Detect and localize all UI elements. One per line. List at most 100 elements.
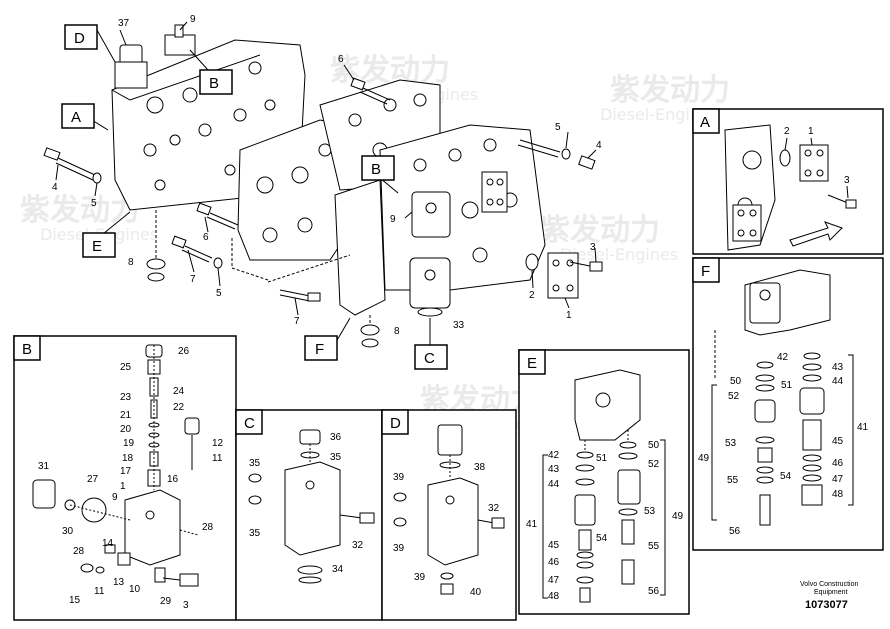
footer-block: Volvo Construction Equipment 1073077 [800,581,858,611]
bolt-4-right [517,139,596,170]
valve-body-D [427,477,479,566]
part-label: 27 [87,474,99,485]
part-label: 2 [529,290,535,301]
detail-F-tag [692,257,720,283]
callout-box-A[interactable] [61,103,95,129]
callout-box-D[interactable] [64,24,98,50]
main-callouts: D B A E B F C [61,24,448,370]
plug-31 [32,479,56,509]
part-label: 46 [832,458,844,469]
bolt-6-lower [196,202,239,230]
part-label: 16 [167,474,179,485]
part-label: 9 [390,214,396,225]
part-label: 54 [596,533,608,544]
part-label: 50 [648,440,660,451]
detail-C-tag [235,409,263,435]
part-label: 52 [648,459,660,470]
o-ring-27 [81,497,107,523]
part-label: 11 [94,586,105,597]
o-ring-8 [146,258,166,270]
part-label: 3 [183,600,189,611]
part-label: 4 [596,140,602,151]
part-label: 7 [190,274,196,285]
valve-33 [409,257,451,309]
part-label: 55 [727,475,739,486]
part-label: 53 [644,506,656,517]
footer-company: Volvo Construction [800,581,858,588]
bolt-3 [179,573,199,587]
watermark-subtitle: Diesel-Engines [600,105,718,124]
callout-box-B[interactable] [199,69,233,95]
watermark-brand: 紫发动力 [610,73,730,108]
detail-C-title: C [244,415,255,432]
cap-12 [184,417,200,435]
part-label: 24 [173,386,185,397]
part-label: 19 [123,438,135,449]
part-label: 10 [129,584,141,595]
detail-A-panel: A 2 1 3 [692,108,884,255]
part-label: 8 [394,326,400,337]
spool-left [574,494,596,526]
detail-B-tag [13,335,41,361]
callout-D: D [74,30,85,47]
callout-box-F[interactable] [304,335,338,361]
part-label: 32 [488,503,500,514]
part-label: 56 [648,586,660,597]
part-label: 12 [212,438,224,449]
part-label: 56 [729,526,741,537]
detail-A-title: A [700,114,710,131]
valve-body-C [284,461,341,556]
callout-box-C[interactable] [414,344,448,370]
part-label: 48 [548,591,560,602]
part-label: 15 [69,595,81,606]
part-label: 34 [332,564,344,575]
part-label: 2 [784,126,790,137]
part-label: 49 [672,511,684,522]
part-label: 46 [548,557,560,568]
part-label: 44 [548,479,560,490]
end-plate [334,179,386,316]
part-label: 30 [62,526,74,537]
part-label: 47 [832,474,844,485]
part-label: 40 [470,587,482,598]
part-label: 45 [832,436,844,447]
detail-B-panel: B [13,335,237,621]
bolt-7-left [171,235,213,263]
part-label: 8 [128,257,134,268]
detail-D-tag [381,409,409,435]
part-label: 17 [120,466,132,477]
part-label: 5 [555,122,561,133]
part-label: 39 [393,472,405,483]
part-label: 25 [120,362,132,373]
plunger-56 [759,494,771,526]
part-label: 38 [474,462,486,473]
bolt-32 [359,512,375,524]
part-label: 51 [596,453,608,464]
part-label: 45 [548,540,560,551]
part-label: 47 [548,575,560,586]
part-label: 3 [590,242,596,253]
part-label: 26 [178,346,190,357]
callout-box-B2[interactable] [361,155,395,181]
footer-part-number: 1073077 [805,599,848,611]
part-label: 41 [526,519,538,530]
part-label: 52 [728,391,740,402]
o-ring-2 [525,253,539,271]
detail-D-title: D [390,415,401,432]
callout-box-E[interactable] [82,232,116,258]
part-label: 36 [330,432,342,443]
callout-B: B [209,75,219,92]
watermark-brand: 紫发动力 [540,213,660,248]
part-label: 6 [338,54,344,65]
part-label: 20 [120,424,132,435]
cover-plate-1 [547,252,579,299]
part-label: 55 [648,541,660,552]
part-label: 32 [352,540,364,551]
part-label: 5 [216,288,222,299]
part-label: 53 [725,438,737,449]
part-label: 28 [73,546,85,557]
main-part-labels: 37 9 6 5 4 4 5 9 3 2 1 33 8 7 6 5 7 8 [52,14,602,337]
part-label: 35 [249,458,261,469]
part-label: 35 [330,452,342,463]
detail-E-panel: E 42 [518,349,690,615]
